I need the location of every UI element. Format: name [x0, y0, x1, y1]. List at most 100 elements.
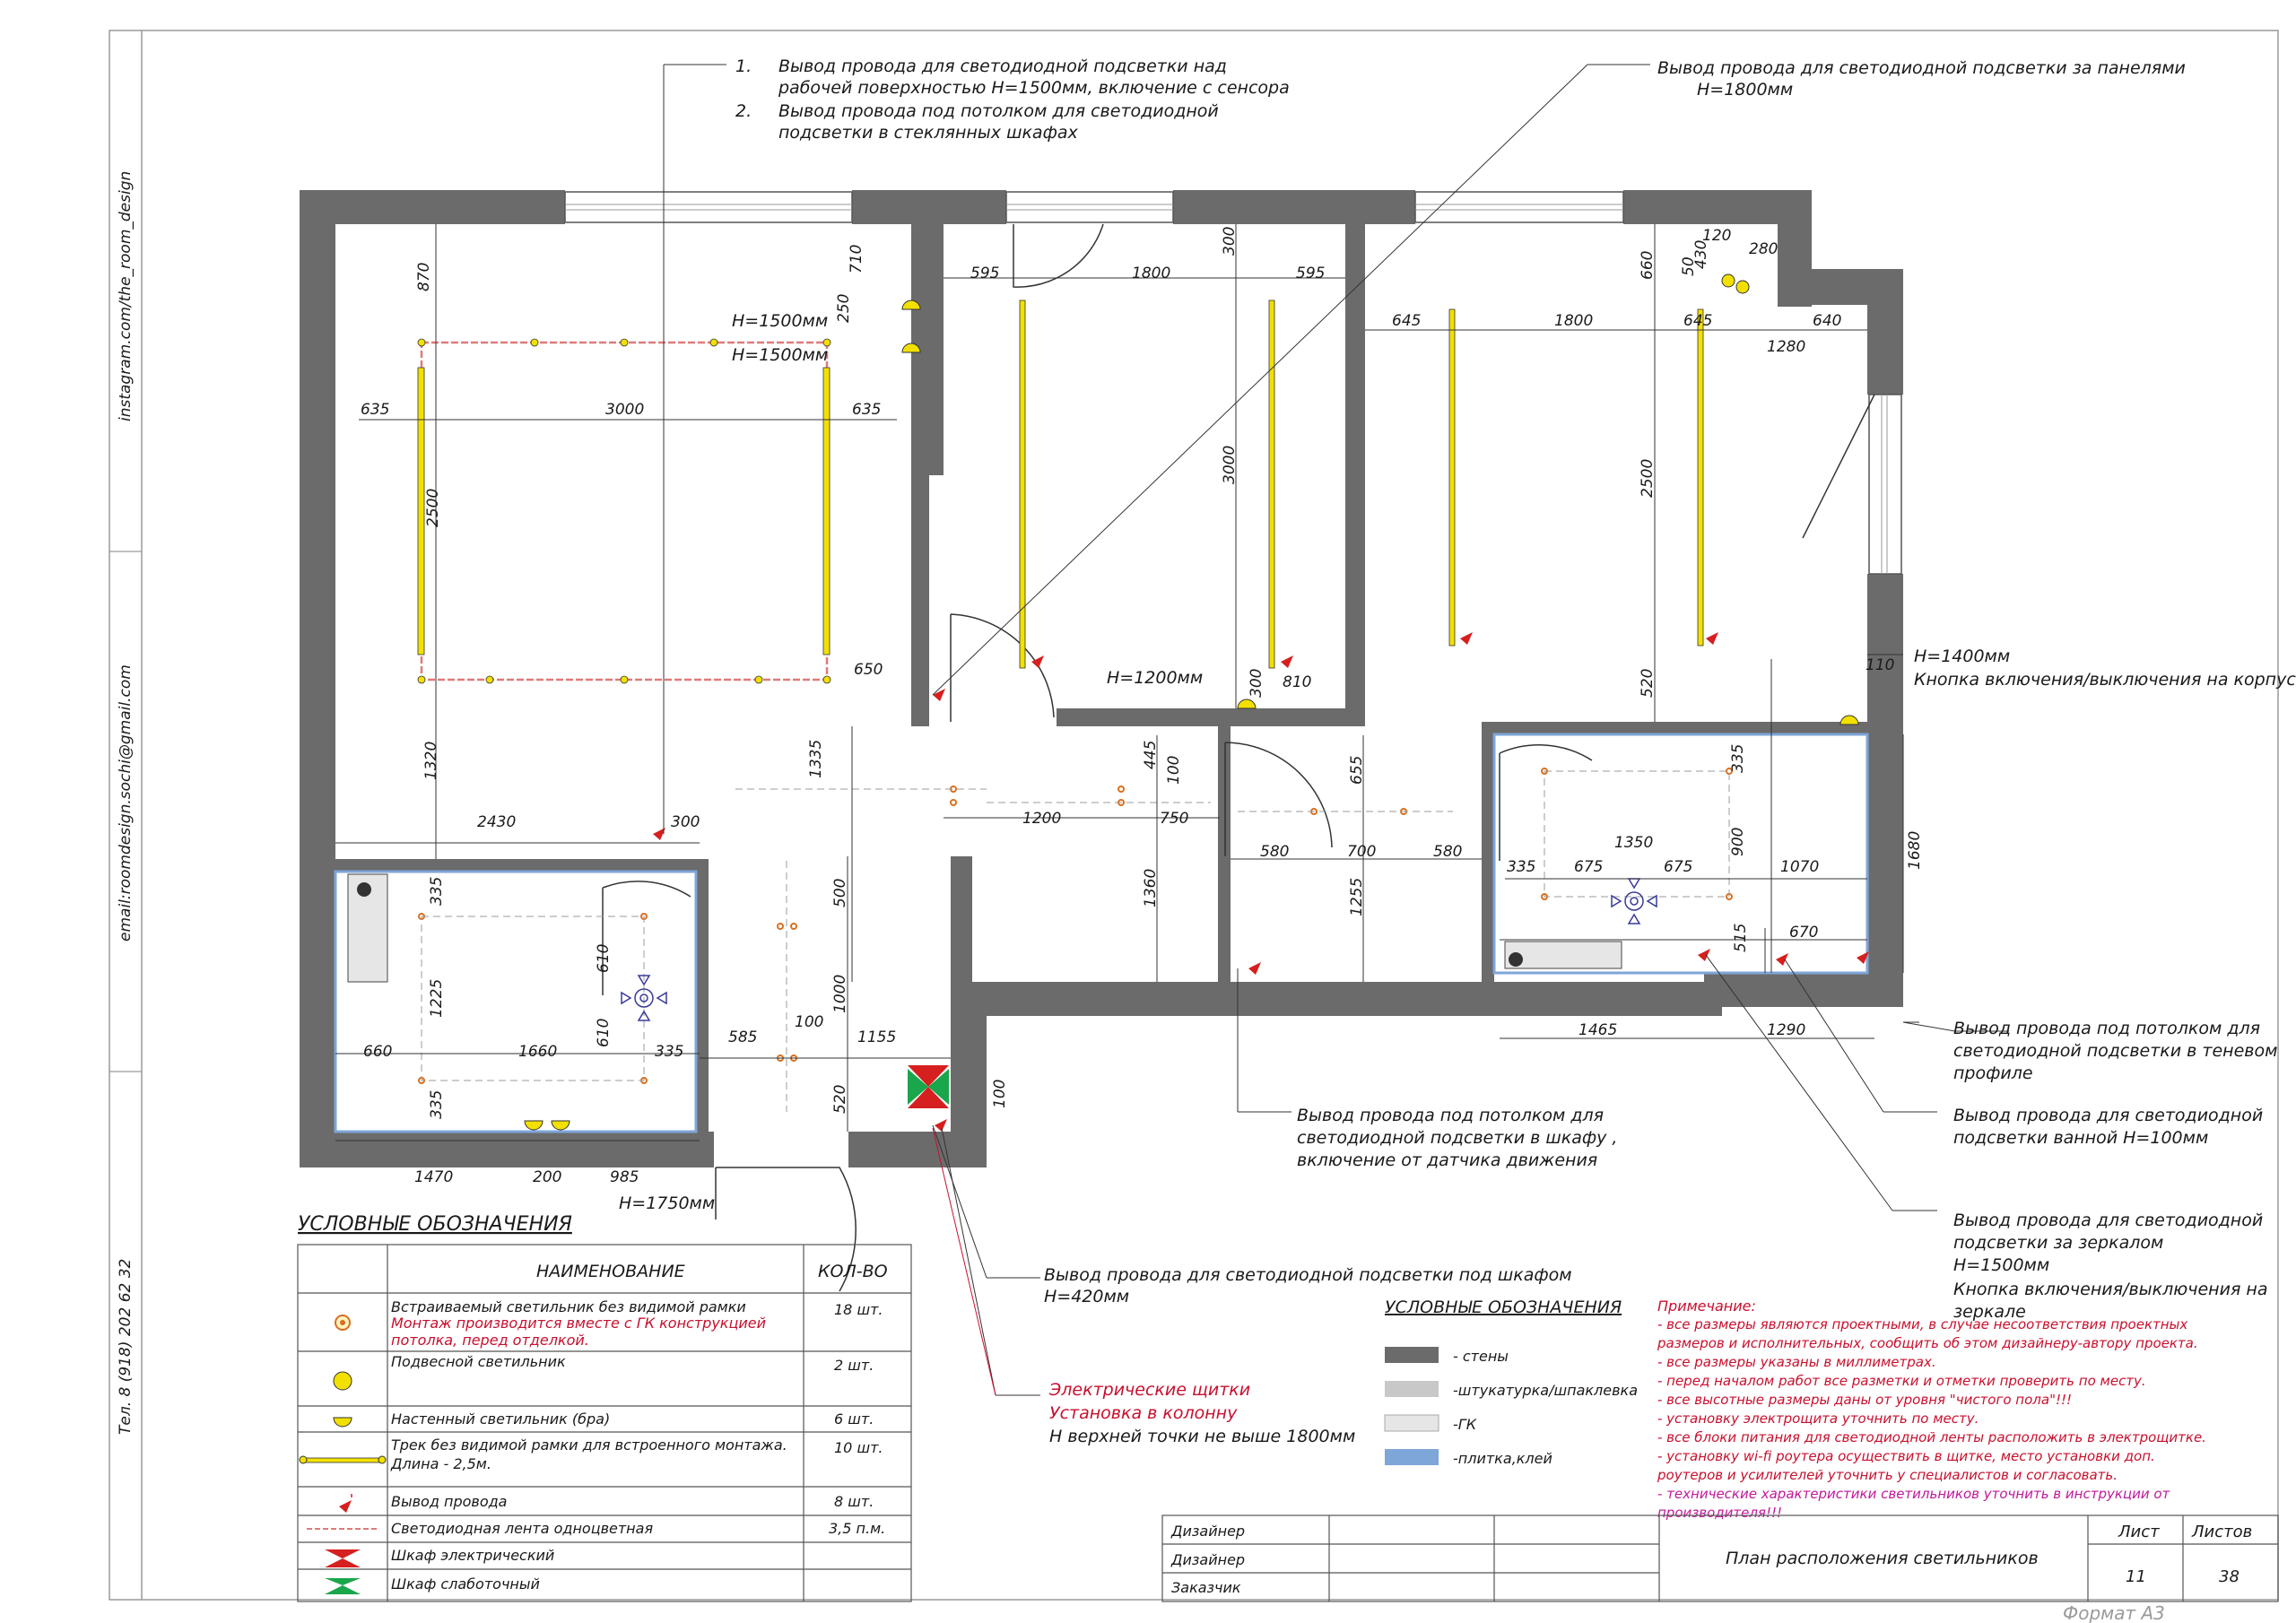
svg-text:710: 710 [848, 245, 865, 273]
led-strip-rect [420, 341, 829, 681]
svg-text:Вывод провода для светодиодной: Вывод провода для светодиодной [1953, 1106, 2263, 1125]
svg-text:H=1200мм: H=1200мм [1107, 668, 1203, 688]
svg-text:Вывод провода: Вывод провода [391, 1493, 507, 1510]
svg-text:-штукатурка/шпаклевка: -штукатурка/шпаклевка [1453, 1382, 1638, 1399]
svg-text:производителя!!!: производителя!!! [1657, 1505, 1782, 1521]
svg-text:Монтаж производится вместе с Г: Монтаж производится вместе с ГК конструк… [391, 1315, 766, 1332]
walls [300, 190, 1903, 1167]
bathroom-right [1492, 733, 1869, 975]
svg-text:2500: 2500 [424, 489, 442, 527]
svg-text:520: 520 [831, 1085, 849, 1114]
svg-text:750: 750 [1160, 810, 1188, 828]
svg-text:335: 335 [1507, 858, 1535, 876]
svg-text:2 шт.: 2 шт. [834, 1357, 874, 1374]
svg-text:1290: 1290 [1767, 1021, 1805, 1039]
pendants [1721, 273, 1750, 294]
svg-text:675: 675 [1664, 858, 1692, 876]
svg-text:- установку wi-fi роутер: - установку wi-fi роутера осуществить в … [1657, 1448, 2155, 1464]
col-qty-header: КОЛ-ВО [818, 1262, 888, 1281]
svg-text:445: 445 [1142, 741, 1160, 769]
svg-text:8 шт.: 8 шт. [834, 1493, 874, 1510]
svg-text:335: 335 [428, 1090, 446, 1119]
svg-text:Вывод провода для светодиодной: Вывод провода для светодиодной подсветки… [1657, 58, 2186, 78]
leader-lines [663, 64, 2009, 1396]
svg-text:профиле: профиле [1953, 1063, 2033, 1083]
svg-text:580: 580 [1260, 843, 1289, 861]
svg-text:610: 610 [595, 1019, 613, 1047]
svg-text:1280: 1280 [1767, 338, 1805, 356]
svg-text:- установку электрощита: - установку электрощита уточнить по мест… [1657, 1410, 1979, 1427]
svg-text:10 шт.: 10 шт. [834, 1439, 883, 1456]
svg-text:1.: 1. [735, 56, 752, 76]
svg-text:430: 430 [1692, 240, 1710, 269]
svg-text:1335: 1335 [807, 740, 825, 778]
sheet-border [109, 30, 2279, 1601]
materials-title: УСЛОВНЫЕ ОБОЗНАЧЕНИЯ [1385, 1298, 1622, 1317]
svg-text:светодиодной подсветки в тенев: светодиодной подсветки в теневом [1953, 1041, 2277, 1061]
svg-text:1200: 1200 [1022, 810, 1061, 828]
svg-text:300: 300 [1221, 227, 1239, 256]
doors [602, 223, 1875, 1292]
svg-text:подсветки ванной H=100мм: подсветки ванной H=100мм [1953, 1128, 2208, 1148]
wire-outlet-icon [339, 1494, 352, 1513]
lowcurrent-cabinet-icon [325, 1578, 361, 1594]
svg-text:H=1400мм: H=1400мм [1914, 647, 2010, 666]
customer-label: Заказчик [1171, 1579, 1241, 1596]
height-labels: H=1500мм H=1500мм H=1200мм H=1750мм [619, 311, 1203, 1213]
svg-text:515: 515 [1732, 924, 1750, 952]
svg-text:1660: 1660 [518, 1043, 557, 1061]
svg-text:640: 640 [1813, 312, 1841, 330]
dimension-lines [335, 224, 1904, 1141]
electrical-cabinet-icon [325, 1549, 361, 1567]
svg-text:700: 700 [1347, 843, 1376, 861]
svg-text:Длина - 2,5м.: Длина - 2,5м. [390, 1455, 491, 1472]
email-text: email:roomdesign.sochi@gmail.com [117, 664, 135, 942]
wall-sconce-icon [333, 1417, 352, 1428]
wall-sconces [524, 299, 1859, 1131]
svg-text:Вывод провода для светодиодной: Вывод провода для светодиодной подсветки… [1044, 1265, 1572, 1285]
recessed-lights [418, 768, 1733, 1084]
dimension-labels: 870 710 250 635 3000 635 2500 650 1320 2… [361, 227, 1924, 1186]
svg-text:335: 335 [655, 1043, 683, 1061]
callout-texts: 1. Вывод провода для светодиодной подсве… [735, 56, 2296, 1446]
svg-text:870: 870 [415, 263, 433, 291]
svg-text:200: 200 [533, 1168, 561, 1186]
svg-text:светодиодной подсветки в шкафу: светодиодной подсветки в шкафу , [1297, 1128, 1617, 1148]
svg-text:1350: 1350 [1614, 834, 1653, 852]
svg-text:1070: 1070 [1780, 858, 1819, 876]
phone-text: Тел. 8 (918) 202 62 32 [117, 1259, 135, 1435]
svg-text:250: 250 [835, 294, 853, 323]
svg-text:- все размеры являются п: - все размеры являются проектными, в слу… [1657, 1316, 2187, 1332]
svg-text:635: 635 [361, 401, 389, 419]
designer2-label: Дизайнер [1170, 1551, 1245, 1568]
svg-text:Настенный светильник (бра): Настенный светильник (бра) [391, 1410, 610, 1428]
notes-block: Примечание: - все размеры являются проек… [1657, 1298, 2206, 1521]
svg-text:580: 580 [1433, 843, 1462, 861]
svg-text:3000: 3000 [1221, 446, 1239, 484]
track-light-icon [299, 1455, 387, 1464]
svg-text:- все блоки питания для: - все блоки питания для светодиодной лен… [1657, 1429, 2206, 1445]
svg-text:подсветки за зеркалом: подсветки за зеркалом [1953, 1233, 2163, 1253]
tracks [417, 299, 1704, 669]
svg-text:3000: 3000 [605, 401, 644, 419]
svg-text:1225: 1225 [428, 979, 446, 1018]
svg-text:Встраиваемый светильник без ви: Встраиваемый светильник без видимой рамк… [391, 1298, 746, 1315]
sheet-label: Лист [2118, 1523, 2160, 1541]
svg-text:Кнопка включения/выключения на: Кнопка включения/выключения на [1953, 1280, 2267, 1299]
svg-text:300: 300 [671, 813, 700, 831]
svg-text:- все размеры указаны в: - все размеры указаны в миллиметрах. [1657, 1354, 1936, 1370]
paper-format: Формат А3 [2063, 1602, 2165, 1623]
svg-text:2430: 2430 [477, 813, 516, 831]
svg-text:500: 500 [831, 879, 849, 907]
svg-text:подсветки в стеклянных шкафах: подсветки в стеклянных шкафах [778, 123, 1078, 143]
svg-text:-ГК: -ГК [1453, 1416, 1477, 1433]
svg-text:655: 655 [1348, 756, 1366, 785]
windows [564, 191, 1902, 575]
svg-text:Кнопка включения/выключения на: Кнопка включения/выключения на корпусе [1914, 670, 2296, 690]
svg-text:335: 335 [428, 877, 446, 906]
svg-text:1800: 1800 [1132, 265, 1170, 282]
svg-text:Подвесной светильник: Подвесной светильник [391, 1353, 566, 1370]
svg-text:H=1750мм: H=1750мм [619, 1193, 715, 1213]
